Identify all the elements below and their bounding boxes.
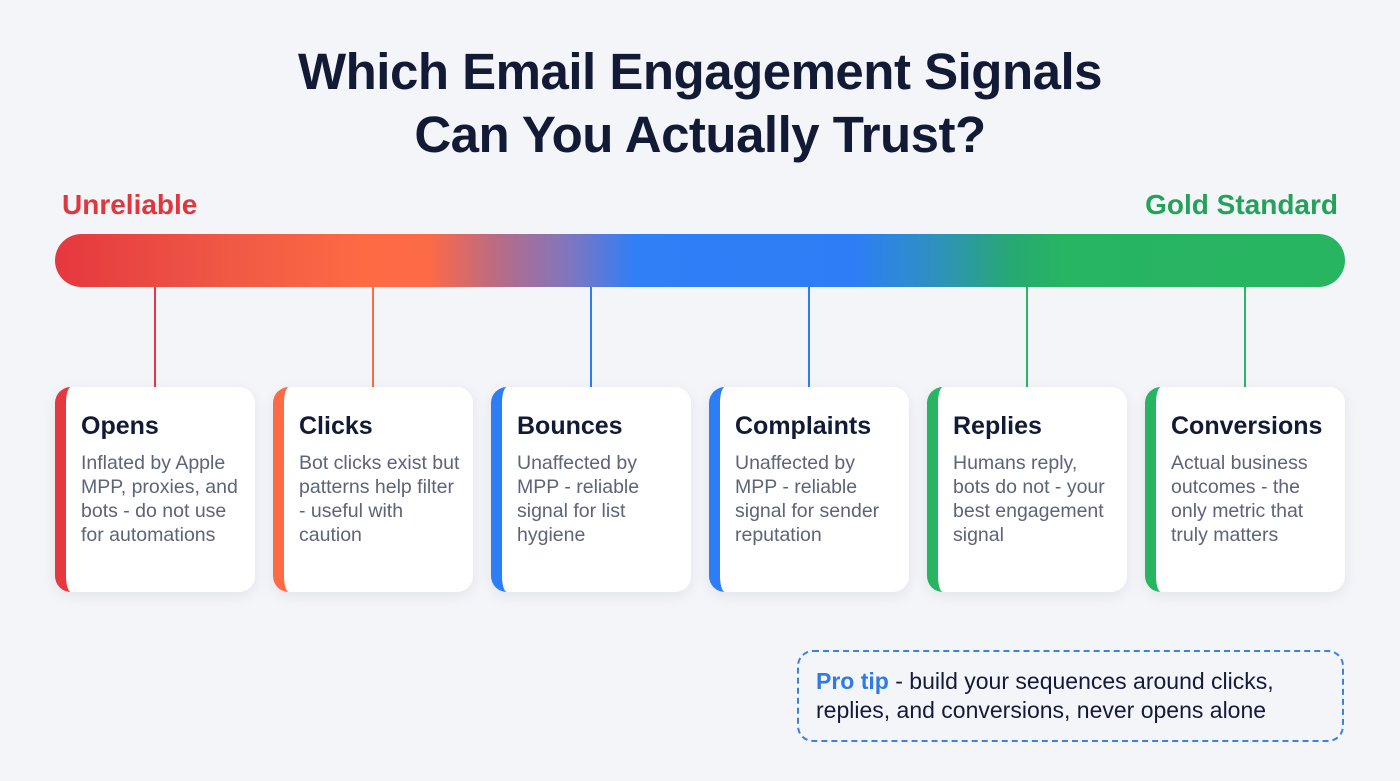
connector-line	[590, 287, 592, 387]
title-line-2: Can You Actually Trust?	[414, 106, 986, 163]
reliability-gradient-bar	[55, 234, 1345, 287]
signal-card-title: Conversions	[1171, 412, 1323, 440]
signal-card-description: Unaffected by MPP - reliable signal for …	[735, 452, 880, 546]
signal-card-description: Unaffected by MPP - reliable signal for …	[517, 452, 640, 546]
signal-card-description: Actual business outcomes - the only metr…	[1171, 452, 1308, 546]
pro-tip-box: Pro tip - build your sequences around cl…	[797, 650, 1344, 742]
signal-card-title: Clicks	[299, 412, 373, 440]
title-line-1: Which Email Engagement Signals	[298, 43, 1103, 100]
pro-tip-text: - build your sequences around clicks, re…	[816, 668, 1274, 723]
connector-line	[1026, 287, 1028, 387]
signal-card-title: Opens	[81, 412, 159, 440]
page-title: Which Email Engagement Signals Can You A…	[0, 40, 1400, 166]
pro-tip-label: Pro tip	[816, 668, 889, 694]
scale-label-gold-standard: Gold Standard	[1145, 189, 1338, 220]
connector-line	[808, 287, 810, 387]
signal-card-description: Humans reply, bots do not - your best en…	[953, 452, 1105, 546]
signal-card-title: Replies	[953, 412, 1042, 440]
connector-line	[372, 287, 374, 387]
connector-line	[1244, 287, 1246, 387]
signal-card-description: Inflated by Apple MPP, proxies, and bots…	[81, 452, 238, 546]
connector-line	[154, 287, 156, 387]
signal-card-title: Complaints	[735, 412, 872, 440]
signal-card-description: Bot clicks exist but patterns help filte…	[299, 452, 460, 546]
signal-card-title: Bounces	[517, 412, 623, 440]
scale-label-unreliable: Unreliable	[62, 189, 198, 220]
